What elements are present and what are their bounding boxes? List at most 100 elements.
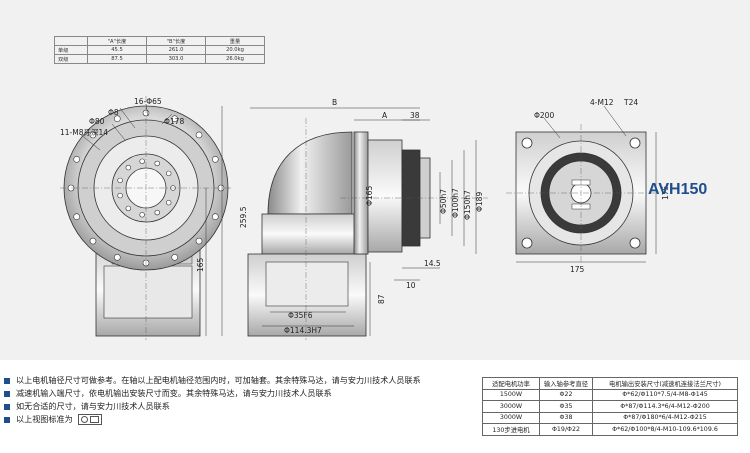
- note-item: 减速机输入端尺寸，依电机输出安装尺寸而变。其余特殊马达，请与安力川技术人员联系: [4, 387, 421, 400]
- table-header: 输入轴参考直径: [539, 377, 593, 390]
- label-w175: 175: [570, 265, 585, 274]
- leader-phi80: [111, 123, 126, 141]
- thread-hole: [125, 164, 132, 171]
- thread-hole: [154, 160, 160, 167]
- note-text: 以上电机轴径尺寸可做参考。在轴以上配电机轴径范围内时，可加轴套。其余特殊马达，请…: [16, 375, 421, 385]
- technical-drawing: 16-Φ65 Φ8 Φ80 Φ178 11-M8牙深14 259.5 165: [60, 96, 670, 340]
- label-phi80: Φ80: [89, 117, 105, 126]
- leader-phi178: [161, 113, 173, 125]
- label-38: 38: [410, 111, 420, 120]
- front-view: [60, 96, 232, 340]
- thread-hole: [139, 158, 145, 164]
- table-cell: Φ*62/Φ100*8/4-M10-109.6*109.6: [592, 423, 738, 436]
- table-cell: 1500W: [482, 388, 540, 401]
- spec-table: "A"长度 "B"长度 重量 单级 45.5 261.0 20.0kg 双级 8…: [54, 36, 265, 64]
- front-flange-recess: [103, 265, 193, 319]
- projection-view-icon: [77, 414, 102, 425]
- label-holes: 4-M12: [590, 98, 614, 107]
- table-cell: Φ*87/Φ114.3*6/4-M12-Φ200: [592, 400, 738, 413]
- label-bolt-circle: 16-Φ65: [134, 97, 162, 106]
- table-header: 电机输出安装尺寸(减速机连接法兰尺寸): [592, 377, 738, 390]
- bolt-hole: [89, 131, 97, 139]
- thread-hole: [166, 170, 172, 177]
- bullet-icon: [4, 403, 10, 410]
- bolt-hole: [89, 237, 97, 245]
- end-hole-br: [629, 237, 641, 249]
- note-text: 如无合适的尺寸，请与安力川技术人员联系: [16, 401, 170, 411]
- thread-hole: [117, 177, 123, 184]
- label-phi165: Φ165: [365, 186, 374, 206]
- thread-hole: [154, 209, 160, 216]
- table-cell: Φ*87/Φ180*6/4-M12-Φ215: [592, 411, 738, 424]
- label-A: A: [382, 111, 388, 120]
- end-view: [506, 105, 657, 263]
- bolt-hole: [195, 237, 203, 245]
- note-item: 以上电机轴径尺寸可做参考。在轴以上配电机轴径范围内时，可加轴套。其余特殊马达，请…: [4, 374, 421, 387]
- note-item: 以上视图标准为: [4, 413, 421, 426]
- end-hole-bl: [521, 237, 533, 249]
- label-phi8: Φ8: [108, 108, 119, 117]
- side-elbow: [267, 131, 353, 215]
- bolt-hole: [113, 253, 121, 261]
- label-h175: 175: [661, 185, 670, 200]
- label-phi50: Φ50h7: [439, 189, 448, 214]
- table-row: 130步进电机 Φ19/Φ22 Φ*62/Φ100*8/4-M10-109.6*…: [482, 423, 738, 436]
- note-item: 如无合适的尺寸，请与安力川技术人员联系: [4, 400, 421, 413]
- label-phi100: Φ100h7: [451, 188, 460, 218]
- label-phi200: Φ200: [534, 111, 554, 120]
- bolt-hole: [171, 115, 179, 123]
- side-body: [261, 213, 359, 255]
- bolt-hole: [73, 213, 81, 221]
- label-phi35: Φ35F6: [288, 311, 313, 320]
- table-cell: 130步进电机: [482, 423, 540, 436]
- label-B: B: [332, 98, 337, 107]
- thread-hole: [166, 199, 172, 206]
- front-bolt-holes: [67, 109, 225, 267]
- label-depth: T24: [623, 98, 638, 107]
- bullet-icon: [4, 416, 10, 423]
- side-view: [247, 107, 488, 340]
- label-thread: 11-M8牙深14: [60, 128, 108, 137]
- table-cell: Φ35: [539, 400, 593, 413]
- label-phi178: Φ178: [164, 117, 184, 126]
- bolt-hole: [73, 155, 81, 163]
- label-phi150: Φ150h7: [463, 190, 472, 220]
- side-flange-2: [367, 139, 403, 253]
- bolt-hole: [171, 253, 179, 261]
- table-cell: 3000W: [482, 400, 540, 413]
- front-inner-holes: [117, 158, 176, 218]
- table-header: 适配电机功率: [482, 377, 540, 390]
- end-hole-tl: [521, 137, 533, 149]
- bullet-icon: [4, 390, 10, 397]
- leader-thread: [79, 133, 101, 151]
- table-cell: Φ22: [539, 388, 593, 401]
- label-phi114: Φ114.3H7: [284, 326, 322, 335]
- table-row: 双级 87.5 303.0 26.0kg: [54, 54, 265, 64]
- note-text: 减速机输入端尺寸，依电机输出安装尺寸而变。其余特殊马达，请与安力川技术人员联系: [16, 388, 332, 398]
- note-text: 以上视图标准为: [16, 414, 73, 424]
- label-height-lower: 165: [196, 257, 205, 272]
- label-phi189: Φ189: [475, 192, 484, 212]
- leader-phi200: [543, 117, 561, 139]
- thread-hole: [117, 192, 123, 199]
- leader-holes: [603, 105, 627, 137]
- table-cell: Φ*62/Φ110*7.5/4-M8-Φ145: [592, 388, 738, 401]
- table-cell: Φ38: [539, 411, 593, 424]
- leader-phi8: [119, 107, 136, 129]
- label-height-total: 259.5: [239, 206, 248, 228]
- bolt-hole: [211, 213, 219, 221]
- side-lower-recess: [265, 261, 349, 307]
- table-row: 3000W Φ35 Φ*87/Φ114.3*6/4-M12-Φ200: [482, 400, 738, 413]
- end-hole-tr: [629, 137, 641, 149]
- table-row: 1500W Φ22 Φ*62/Φ110*7.5/4-M8-Φ145: [482, 388, 738, 401]
- table-cell: Φ19/Φ22: [539, 423, 593, 436]
- bolt-hole: [211, 155, 219, 163]
- leader-bolt: [145, 103, 149, 117]
- table-cell: 26.0kg: [205, 54, 265, 64]
- thread-hole: [125, 205, 132, 212]
- bullet-icon: [4, 377, 10, 384]
- table-row: 3000W Φ38 Φ*87/Φ180*6/4-M12-Φ215: [482, 411, 738, 424]
- table-row: 适配电机功率 输入轴参考直径 电机输出安装尺寸(减速机连接法兰尺寸): [482, 377, 738, 390]
- bolt-hole: [113, 115, 121, 123]
- table-cell: 3000W: [482, 411, 540, 424]
